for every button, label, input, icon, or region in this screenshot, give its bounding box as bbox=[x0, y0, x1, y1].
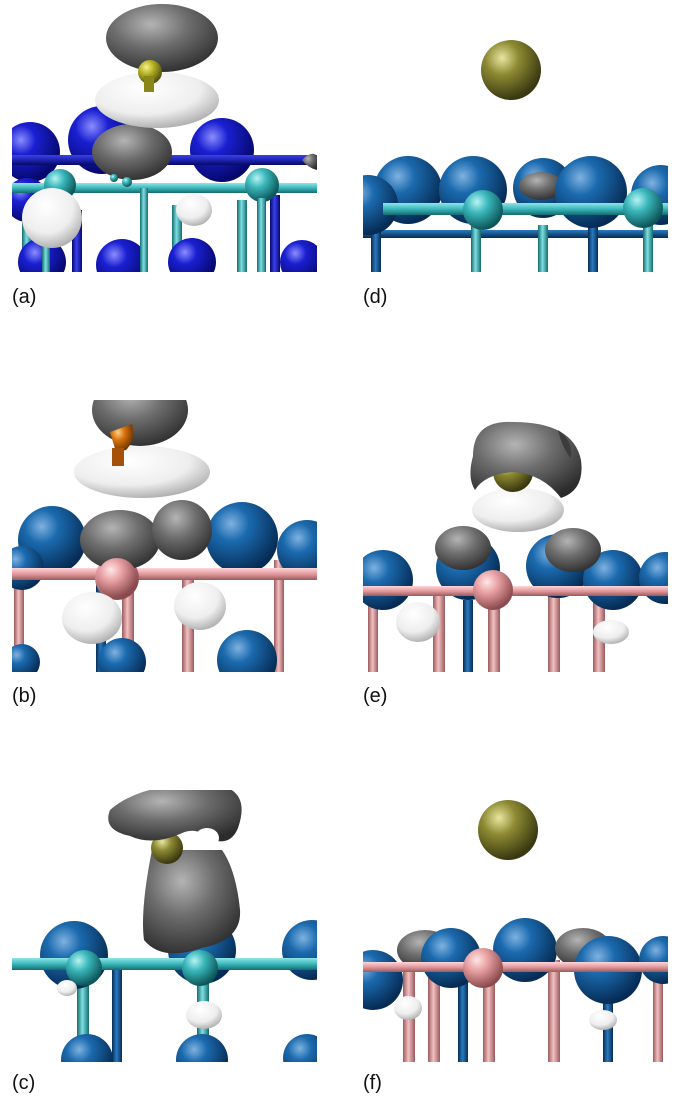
panel-f-render bbox=[363, 800, 668, 1062]
panel-b-render bbox=[12, 400, 317, 672]
panel-e-label: (e) bbox=[363, 685, 388, 707]
panel-a-label: (a) bbox=[12, 286, 37, 308]
panel-c bbox=[12, 790, 317, 1062]
panel-e bbox=[363, 400, 668, 672]
panel-b bbox=[12, 400, 317, 672]
panel-e-render bbox=[363, 421, 668, 672]
panel-a bbox=[12, 0, 317, 272]
panel-f-label: (f) bbox=[363, 1072, 382, 1094]
panel-d-render bbox=[363, 40, 668, 272]
panel-d bbox=[363, 0, 668, 272]
panel-d-label: (d) bbox=[363, 286, 388, 308]
panel-c-label: (c) bbox=[12, 1072, 36, 1094]
panel-a-render bbox=[12, 4, 317, 272]
panel-f bbox=[363, 790, 668, 1062]
adsorbate-atom bbox=[478, 800, 538, 860]
panel-c-render bbox=[12, 790, 317, 1062]
adsorbate-atom bbox=[481, 40, 541, 100]
panel-b-label: (b) bbox=[12, 685, 37, 707]
